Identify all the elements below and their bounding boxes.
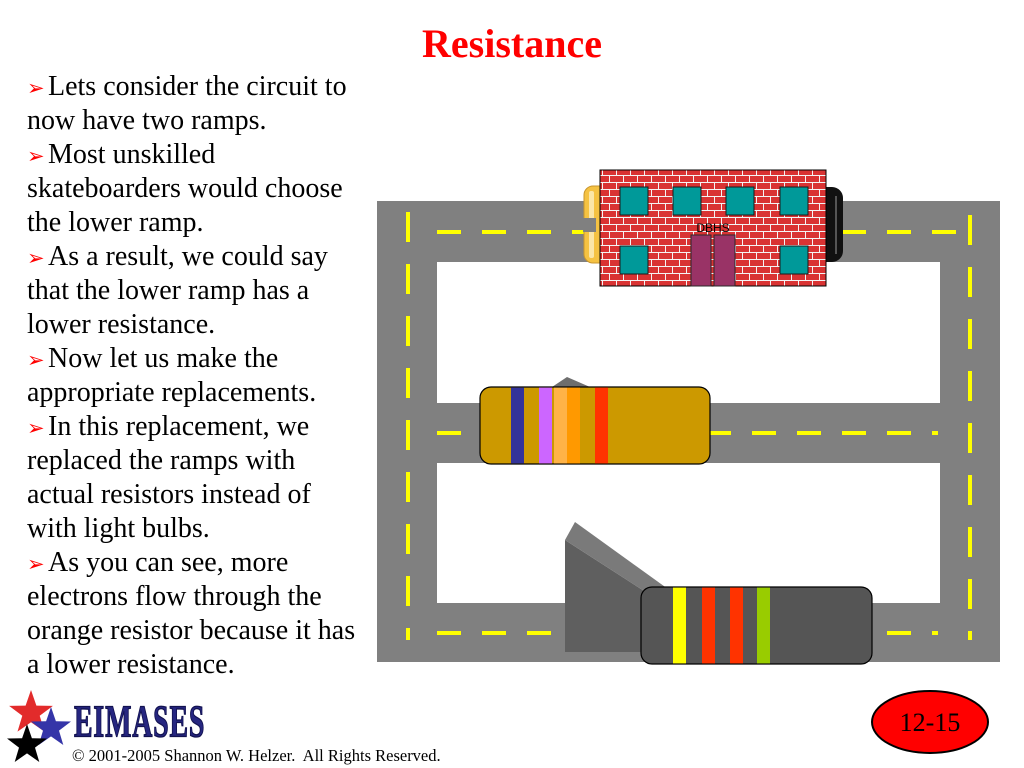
bullet-item: ➢Lets consider the circuit to now have t… bbox=[27, 70, 372, 138]
resistor-band bbox=[539, 387, 552, 464]
top-resistor bbox=[479, 386, 711, 465]
school-building: DBHS bbox=[599, 169, 827, 287]
bullet-line: a lower resistance. bbox=[27, 649, 235, 680]
bullet-line: that the lower ramp has a bbox=[27, 275, 310, 306]
resistor-band bbox=[554, 387, 567, 464]
bullet-line: appropriate replacements. bbox=[27, 377, 317, 408]
building-sign: DBHS bbox=[696, 221, 729, 235]
lower-ramp bbox=[565, 522, 668, 652]
bullet-item: ➢As a result, we could say that the lowe… bbox=[27, 240, 372, 342]
resistor-band bbox=[567, 387, 580, 464]
copyright-notice: © 2001-2005 Shannon W. Helzer. All Right… bbox=[72, 746, 441, 765]
bullet-line: replaced the ramps with bbox=[27, 445, 296, 476]
upper-ramp bbox=[552, 377, 590, 387]
ramp-top bbox=[565, 522, 668, 598]
bullet-text: As a result, we could say bbox=[48, 241, 328, 272]
bullet-line: orange resistor because it has bbox=[27, 615, 356, 646]
logo-stars bbox=[7, 690, 71, 762]
logo-wordmark: EIMASES bbox=[74, 697, 206, 748]
road-infield-lower bbox=[437, 463, 940, 603]
bullet-line: ➢Lets consider the circuit to bbox=[27, 70, 372, 104]
arrow-bullet-icon: ➢ bbox=[27, 552, 45, 576]
bullet-item: ➢Now let us make the appropriate replace… bbox=[27, 342, 372, 410]
black-star-icon bbox=[7, 724, 47, 762]
slide-number: 12-15 bbox=[900, 708, 961, 737]
bullet-line: electrons flow through the bbox=[27, 581, 322, 612]
arrow-bullet-icon: ➢ bbox=[27, 76, 45, 100]
bullet-text: In this replacement, we bbox=[48, 411, 310, 442]
bullet-line: lower resistance. bbox=[27, 309, 216, 340]
bullet-line: now have two ramps. bbox=[27, 105, 267, 136]
bullet-line: actual resistors instead of bbox=[27, 479, 311, 510]
bullet-line: ➢As you can see, more bbox=[27, 546, 372, 580]
building-window bbox=[779, 186, 809, 216]
building-door-right bbox=[713, 234, 736, 287]
slide-number-oval bbox=[871, 690, 989, 754]
bullet-line: ➢As a result, we could say bbox=[27, 240, 372, 274]
bullet-text: Now let us make the bbox=[48, 343, 279, 374]
bullet-line: the lower ramp. bbox=[27, 207, 204, 238]
building-window bbox=[779, 245, 809, 275]
resistor-band bbox=[702, 587, 715, 664]
resistor-band bbox=[595, 387, 608, 464]
battery-terminal bbox=[583, 218, 596, 232]
bullet-line: skateboarders would choose bbox=[27, 173, 343, 204]
building-door-left bbox=[690, 234, 712, 287]
ramp-side bbox=[565, 540, 655, 652]
bullet-line: with light bulbs. bbox=[27, 513, 210, 544]
arrow-bullet-icon: ➢ bbox=[27, 348, 45, 372]
bullet-item: ➢In this replacement, we replaced the ra… bbox=[27, 410, 372, 546]
arrow-bullet-icon: ➢ bbox=[27, 144, 45, 168]
bullet-text: Lets consider the circuit to bbox=[48, 71, 347, 102]
arrow-bullet-icon: ➢ bbox=[27, 246, 45, 270]
bullet-list: ➢Lets consider the circuit to now have t… bbox=[27, 70, 372, 682]
building-window bbox=[725, 186, 755, 216]
building-window bbox=[672, 186, 702, 216]
bullet-text: Most unskilled bbox=[48, 139, 216, 170]
bullet-item: ➢Most unskilled skateboarders would choo… bbox=[27, 138, 372, 240]
bullet-line: ➢Now let us make the bbox=[27, 342, 372, 376]
bullet-text: As you can see, more bbox=[48, 547, 289, 578]
red-star-icon bbox=[9, 690, 53, 732]
resistor-band bbox=[757, 587, 770, 664]
slide-number-badge: 12-15 bbox=[871, 690, 989, 754]
resistor-band bbox=[511, 387, 524, 464]
bullet-line: ➢Most unskilled bbox=[27, 138, 372, 172]
resistor-band bbox=[673, 587, 686, 664]
arrow-bullet-icon: ➢ bbox=[27, 416, 45, 440]
resistor-body bbox=[640, 586, 873, 665]
slide-title: Resistance bbox=[422, 21, 602, 66]
bullet-line: ➢In this replacement, we bbox=[27, 410, 372, 444]
building-window bbox=[619, 245, 649, 275]
bottom-resistor bbox=[640, 586, 873, 665]
resistor-band bbox=[730, 587, 743, 664]
building-window bbox=[619, 186, 649, 216]
bullet-item: ➢As you can see, more electrons flow thr… bbox=[27, 546, 372, 682]
blue-star-icon bbox=[31, 707, 71, 745]
